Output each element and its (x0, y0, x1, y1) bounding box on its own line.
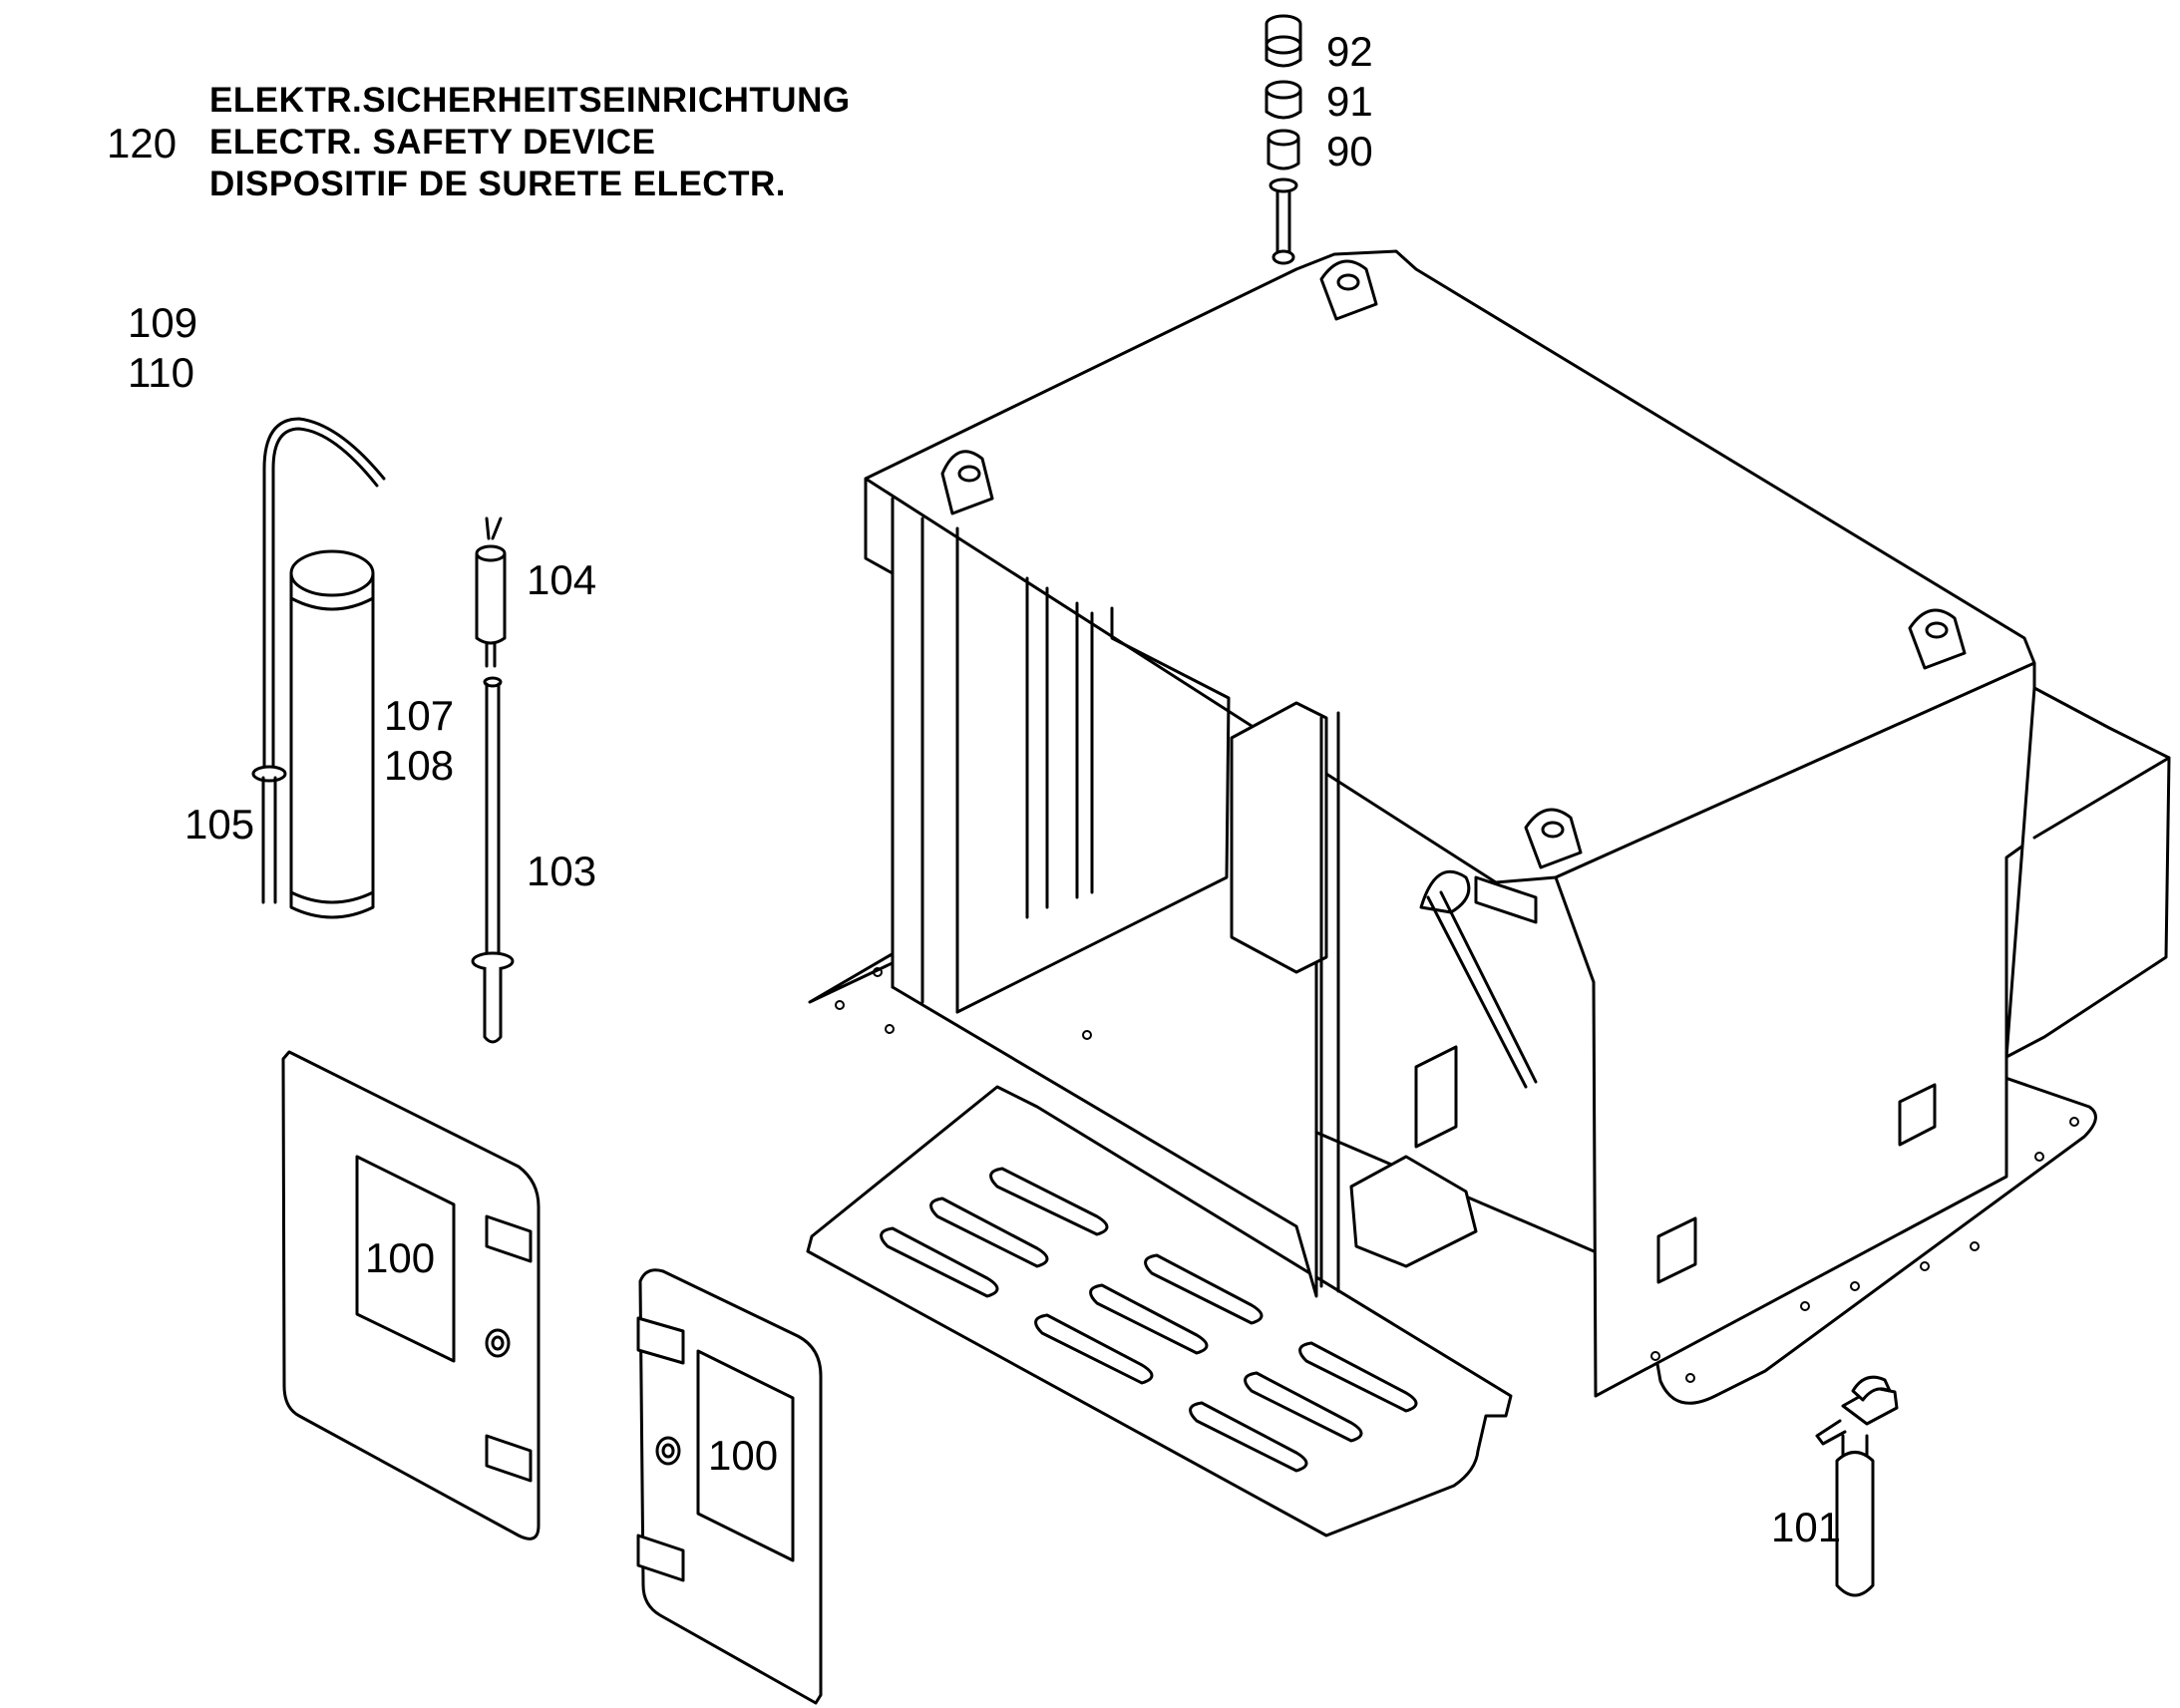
step-slots (880, 1167, 1418, 1473)
callout-107: 107 (384, 692, 455, 739)
callout-91: 91 (1326, 78, 1373, 125)
callout-109: 109 (128, 299, 198, 346)
door-panel-left (281, 1050, 541, 1540)
fire-extinguisher (1815, 1375, 1899, 1597)
title-english: ELECTR. SAFETY DEVICE (209, 123, 656, 162)
callout-103: 103 (527, 848, 597, 894)
callout-100-right: 100 (708, 1432, 779, 1479)
title-french: DISPOSITIF DE SURETE ELECTR. (209, 165, 786, 203)
callout-101: 101 (1771, 1504, 1842, 1550)
callout-105: 105 (184, 801, 255, 848)
bolt (1269, 177, 1298, 265)
callout-104: 104 (527, 556, 597, 603)
callout-108: 108 (384, 742, 455, 789)
plug-104 (475, 516, 507, 668)
callout-90: 90 (1326, 128, 1373, 174)
rod-103 (471, 676, 515, 1044)
door-panel-right (636, 1268, 823, 1705)
title-german: ELEKTR.SICHERHEITSEINRICHTUNG (209, 81, 851, 120)
cartridge-cylinder (289, 549, 375, 919)
cap-91 (1265, 80, 1302, 120)
hose-rod (251, 417, 386, 904)
cap-92 (1265, 14, 1302, 68)
callout-110: 110 (128, 349, 194, 396)
main-housing (806, 249, 2171, 1537)
callout-100-left: 100 (365, 1234, 436, 1281)
callout-92: 92 (1326, 28, 1373, 75)
callout-120: 120 (107, 120, 178, 167)
base-bolt-holes (835, 967, 2079, 1383)
spacer-90 (1267, 129, 1300, 171)
